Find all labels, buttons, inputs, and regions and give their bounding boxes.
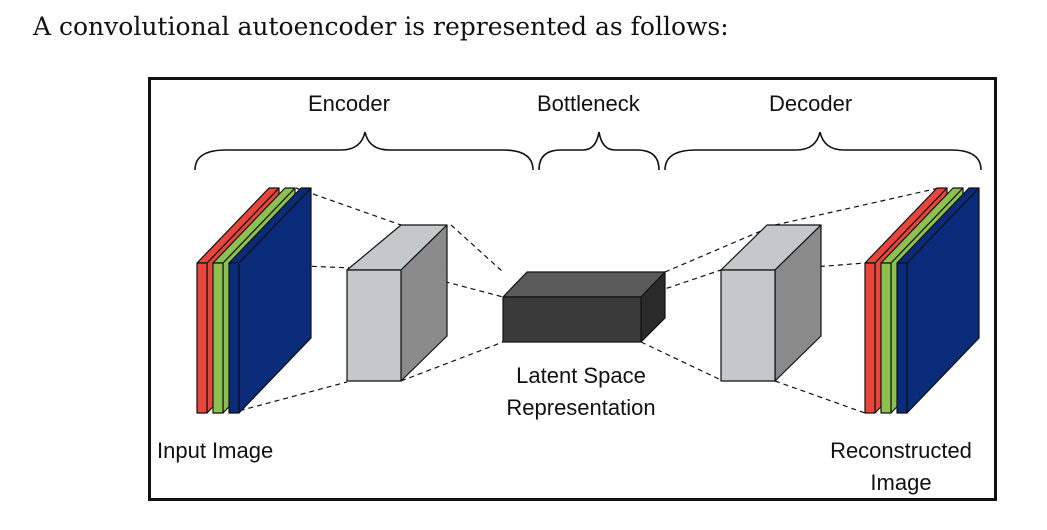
bottleneck-brace [538, 131, 660, 171]
encoder-fm-front [346, 269, 402, 382]
reconstructed-label-line1: Reconstructed [830, 438, 972, 463]
input-green-channel-front [212, 262, 224, 414]
decoder-label: Decoder [769, 91, 853, 116]
output-green-channel-front [880, 262, 892, 414]
input-image-label: Input Image [157, 438, 274, 463]
decoder-brace [664, 131, 982, 171]
autoencoder-diagram: Encoder Bottleneck Decoder Latent Space … [148, 77, 997, 501]
output-image-stack [864, 187, 980, 414]
decoder-fm-front [720, 269, 776, 382]
input-image-stack [196, 187, 312, 414]
output-blue-channel-front [896, 262, 908, 414]
bottleneck-label: Bottleneck [537, 91, 640, 116]
intro-text: A convolutional autoencoder is represent… [33, 12, 729, 41]
diagram-canvas [194, 131, 982, 414]
reconstructed-label-line2: Image [870, 470, 932, 495]
latent-block-front [502, 296, 642, 343]
decoder-feature-map [720, 224, 822, 382]
latent-block [502, 271, 666, 343]
input-blue-channel-front [228, 262, 240, 414]
encoder-feature-map [346, 224, 448, 382]
latent-label-line2: Representation [506, 395, 656, 420]
encoder-brace [194, 131, 534, 171]
latent-label-line1: Latent Space [516, 363, 646, 388]
latent-block-top [502, 271, 666, 298]
encoder-label: Encoder [308, 91, 390, 116]
output-red-channel-front [864, 262, 876, 414]
input-red-channel-front [196, 262, 208, 414]
